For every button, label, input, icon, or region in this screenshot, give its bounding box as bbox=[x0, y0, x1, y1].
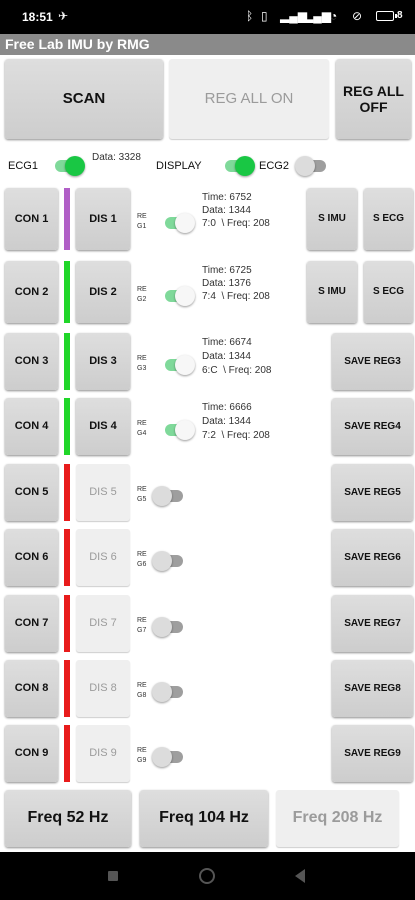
dis-3-button[interactable]: DIS 3 bbox=[76, 333, 130, 390]
display-label: DISPLAY bbox=[156, 160, 202, 172]
connection-bar-2 bbox=[64, 261, 70, 323]
reg-1-toggle[interactable] bbox=[162, 212, 195, 233]
reg-3-label: RE G3 bbox=[137, 355, 147, 372]
reg-6-toggle[interactable] bbox=[152, 550, 184, 571]
con-5-button[interactable]: CON 5 bbox=[5, 464, 58, 521]
con-6-button[interactable]: CON 6 bbox=[5, 529, 58, 586]
row-3-freq: 6:C \ Freq: 208 bbox=[202, 365, 272, 376]
row-2-time: Time: 6725 bbox=[202, 265, 252, 276]
wifi-icon: ◔ bbox=[330, 9, 338, 23]
row-1-time: Time: 6752 bbox=[202, 192, 252, 203]
dis-9-button[interactable]: DIS 9 bbox=[76, 725, 130, 782]
ecg2-label: ECG2 bbox=[259, 160, 289, 172]
app-bar: Free Lab IMU by RMG bbox=[0, 34, 415, 55]
reg-4-toggle[interactable] bbox=[162, 419, 195, 440]
dis-2-button[interactable]: DIS 2 bbox=[76, 261, 130, 323]
connection-bar-6 bbox=[64, 529, 70, 586]
save-reg-7-button[interactable]: SAVE REG7 bbox=[332, 595, 413, 652]
reg-8-label: RE G8 bbox=[137, 682, 147, 699]
status-bar: 18:51 ✈ ᛒ ▯ ▂▄▆ ▂▄▆ ◔ ⊘ 8 bbox=[0, 0, 415, 34]
connection-bar-3 bbox=[64, 333, 70, 390]
ecg-data-value: Data: 3328 bbox=[92, 152, 141, 163]
freq-104-button[interactable]: Freq 104 Hz bbox=[140, 790, 268, 847]
app-title: Free Lab IMU by RMG bbox=[5, 36, 150, 52]
con-4-button[interactable]: CON 4 bbox=[5, 398, 58, 455]
reg-9-toggle[interactable] bbox=[152, 746, 184, 767]
freq-208-button[interactable]: Freq 208 Hz bbox=[276, 790, 399, 847]
dis-7-button[interactable]: DIS 7 bbox=[76, 595, 130, 652]
battery-level: 8 bbox=[397, 10, 403, 21]
save-reg-5-button[interactable]: SAVE REG5 bbox=[332, 464, 413, 521]
save-reg-6-button[interactable]: SAVE REG6 bbox=[332, 529, 413, 586]
battery-saver-icon: ⊘ bbox=[352, 9, 363, 23]
dis-8-button[interactable]: DIS 8 bbox=[76, 660, 130, 717]
row-3-data: Data: 1344 bbox=[202, 351, 251, 362]
reg-all-on-button[interactable]: REG ALL ON bbox=[169, 59, 329, 139]
ecg2-toggle[interactable] bbox=[295, 155, 327, 176]
ecg1-label: ECG1 bbox=[8, 160, 38, 172]
row-2-data: Data: 1376 bbox=[202, 278, 251, 289]
reg-2-toggle[interactable] bbox=[162, 285, 195, 306]
back-icon[interactable] bbox=[295, 869, 305, 883]
save-reg-8-button[interactable]: SAVE REG8 bbox=[332, 660, 413, 717]
connection-bar-7 bbox=[64, 595, 70, 652]
scan-button[interactable]: SCAN bbox=[5, 59, 163, 139]
row-4-time: Time: 6666 bbox=[202, 402, 252, 413]
row-4-data: Data: 1344 bbox=[202, 416, 251, 427]
reg-4-label: RE G4 bbox=[137, 420, 147, 437]
con-3-button[interactable]: CON 3 bbox=[5, 333, 58, 390]
recents-icon[interactable] bbox=[108, 871, 118, 881]
navigation-bar bbox=[0, 852, 415, 900]
row-1-freq: 7:0 \ Freq: 208 bbox=[202, 218, 270, 229]
save-reg-3-button[interactable]: SAVE REG3 bbox=[332, 333, 413, 390]
row-3-time: Time: 6674 bbox=[202, 337, 252, 348]
ecg-status-bar-1 bbox=[64, 188, 70, 250]
con-9-button[interactable]: CON 9 bbox=[5, 725, 58, 782]
reg-3-toggle[interactable] bbox=[162, 354, 195, 375]
reg-5-toggle[interactable] bbox=[152, 485, 184, 506]
connection-bar-5 bbox=[64, 464, 70, 521]
connection-bar-4 bbox=[64, 398, 70, 455]
row-1-data: Data: 1344 bbox=[202, 205, 251, 216]
freq-52-button[interactable]: Freq 52 Hz bbox=[5, 790, 131, 847]
cell-signal-icon-2: ▂▄▆ bbox=[304, 9, 331, 23]
con-8-button[interactable]: CON 8 bbox=[5, 660, 58, 717]
reg-1-label: RE G1 bbox=[137, 213, 147, 230]
reg-2-label: RE G2 bbox=[137, 286, 147, 303]
clock: 18:51 bbox=[22, 10, 53, 24]
row-4-freq: 7:2 \ Freq: 208 bbox=[202, 430, 270, 441]
dis-4-button[interactable]: DIS 4 bbox=[76, 398, 130, 455]
reg-5-label: RE G5 bbox=[137, 486, 147, 503]
home-icon[interactable] bbox=[199, 868, 215, 884]
display-toggle[interactable] bbox=[222, 155, 255, 176]
connection-bar-8 bbox=[64, 660, 70, 717]
s-imu-1-button[interactable]: S IMU bbox=[307, 188, 357, 250]
bluetooth-icon: ᛒ bbox=[246, 9, 254, 23]
con-1-button[interactable]: CON 1 bbox=[5, 188, 58, 250]
vibrate-icon: ▯ bbox=[261, 9, 268, 23]
reg-7-toggle[interactable] bbox=[152, 616, 184, 637]
ecg1-toggle[interactable] bbox=[52, 155, 85, 176]
dis-5-button[interactable]: DIS 5 bbox=[76, 464, 130, 521]
cell-signal-icon-1: ▂▄▆ bbox=[280, 9, 307, 23]
con-2-button[interactable]: CON 2 bbox=[5, 261, 58, 323]
battery-icon bbox=[376, 11, 397, 21]
s-ecg-2-button[interactable]: S ECG bbox=[364, 261, 413, 323]
signal-off-icon: ✈ bbox=[58, 9, 69, 23]
connection-bar-9 bbox=[64, 725, 70, 782]
reg-9-label: RE G9 bbox=[137, 747, 147, 764]
dis-1-button[interactable]: DIS 1 bbox=[76, 188, 130, 250]
row-2-freq: 7:4 \ Freq: 208 bbox=[202, 291, 270, 302]
reg-6-label: RE G6 bbox=[137, 551, 147, 568]
dis-6-button[interactable]: DIS 6 bbox=[76, 529, 130, 586]
s-imu-2-button[interactable]: S IMU bbox=[307, 261, 357, 323]
con-7-button[interactable]: CON 7 bbox=[5, 595, 58, 652]
reg-7-label: RE G7 bbox=[137, 617, 147, 634]
reg-all-off-button[interactable]: REG ALL OFF bbox=[336, 59, 411, 139]
save-reg-4-button[interactable]: SAVE REG4 bbox=[332, 398, 413, 455]
reg-8-toggle[interactable] bbox=[152, 681, 184, 702]
save-reg-9-button[interactable]: SAVE REG9 bbox=[332, 725, 413, 782]
s-ecg-1-button[interactable]: S ECG bbox=[364, 188, 413, 250]
